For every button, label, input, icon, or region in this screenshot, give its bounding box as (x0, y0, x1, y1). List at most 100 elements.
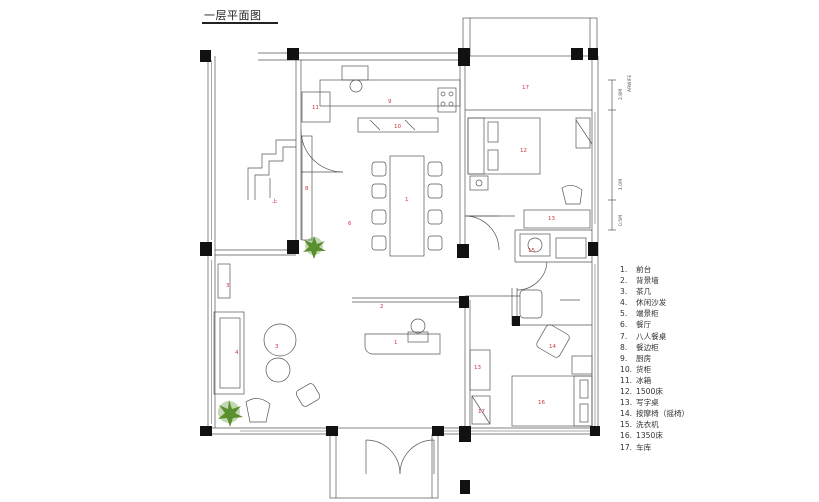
desk-13 (523, 209, 591, 229)
legend-number: 5. (620, 309, 628, 319)
legend-item: 2. 背景墙 (620, 275, 689, 286)
legend-label: 餐厅 (636, 320, 652, 330)
label-washer: 15 (528, 248, 535, 254)
columns (200, 48, 600, 494)
legend-label: 货柜 (636, 364, 652, 374)
legend-label: 背景墙 (636, 276, 659, 286)
legend-number: 12. (620, 387, 633, 397)
legend-label: 休闲沙发 (636, 298, 667, 308)
label-stair: 上 (272, 197, 278, 205)
entry-door-right (399, 439, 435, 475)
kitchen-counter (319, 79, 461, 107)
legend-item: 6.餐厅 (620, 319, 689, 330)
dim-note: ARWIFE (627, 75, 633, 92)
door-arc-bedroom (464, 215, 500, 251)
dim-2-8m: 2.8M (618, 89, 624, 100)
legend-item: 17.车库 (620, 442, 689, 453)
legend-item: 11.冰箱 (620, 375, 689, 386)
nightstand (469, 175, 489, 191)
cabinet-17b (471, 395, 491, 425)
legend-label: 茶几 (636, 287, 652, 297)
washing-machine (519, 233, 551, 257)
label-desk-b: 13 (474, 365, 481, 371)
label-sofa: 4 (235, 350, 239, 356)
legend-label: 1350床 (636, 431, 663, 441)
reception-figure (410, 318, 426, 334)
legend-label: 前台 (636, 265, 652, 274)
legend-label: 冰箱 (636, 375, 652, 385)
label-garage: 17 (522, 85, 529, 91)
staircase (247, 139, 296, 200)
cabinet-10 (357, 117, 439, 133)
legend-label: 八人餐桌 (636, 331, 667, 341)
legend-item: 8. 餐边柜 (620, 342, 689, 353)
desk-13b (469, 349, 491, 391)
label-feature-wall: 2 (380, 304, 384, 310)
bed-1500 (467, 117, 541, 175)
massage-chair (536, 324, 570, 358)
coffee-table-small (265, 357, 291, 383)
dining-table (389, 155, 425, 257)
legend-item: 1.前台 (620, 264, 689, 275)
page-title: 一层平面图 (204, 9, 262, 22)
label-sideboard: 8 (305, 186, 309, 192)
garage-canopy (462, 17, 598, 57)
label-coffee-table: 3 (275, 344, 279, 350)
legend-item: 13.写字桌 (620, 397, 689, 408)
console-cabinet (217, 263, 231, 299)
legend-item: 5. 端景柜 (620, 308, 689, 319)
windows (211, 60, 596, 432)
legend-item: 15.洗衣机 (620, 419, 689, 430)
title-underline (202, 22, 278, 24)
plants (218, 236, 326, 427)
label-bed-1500: 12 (520, 148, 527, 154)
dining-chairs (371, 161, 443, 251)
legend-label: 洗衣机 (636, 420, 659, 430)
legend-label: 1500床 (636, 387, 663, 397)
legend-number: 2. (620, 276, 628, 286)
legend-number: 16. (620, 431, 633, 441)
legend-label: 端景柜 (636, 309, 659, 319)
legend-label: 餐边柜 (636, 342, 659, 352)
legend-number: 13. (620, 398, 633, 408)
label-desk: 13 (548, 216, 555, 222)
lounge-chair (295, 383, 321, 407)
legend-label: 按摩椅（摇椅） (636, 409, 690, 419)
label-dining-table: 1 (405, 197, 409, 203)
label-reception: 1 (394, 340, 398, 346)
sofa (213, 311, 245, 395)
stove (437, 87, 457, 113)
legend-number: 11. (620, 375, 633, 385)
entry-door-left (365, 439, 401, 475)
legend-item: 9. 厨房 (620, 353, 689, 364)
legend-item: 16.1350床 (620, 430, 689, 441)
legend-item: 3.茶几 (620, 286, 689, 297)
legend-number: 15. (620, 420, 633, 430)
reception-desk (364, 333, 441, 355)
label-dining: 6 (348, 221, 352, 227)
legend-number: 7. (620, 331, 628, 341)
legend-number: 14. (620, 409, 633, 419)
legend-item: 7. 八人餐桌 (620, 331, 689, 342)
legend-item: 12.1500床 (620, 386, 689, 397)
label-massage-chair: 14 (549, 344, 556, 350)
sideboard (301, 135, 313, 241)
legend-label: 写字桌 (636, 398, 659, 408)
label-kitchen: 9 (388, 99, 392, 105)
legend-label: 厨房 (636, 353, 652, 363)
legend-number: 9. (620, 353, 628, 363)
label-fridge: 11 (312, 105, 319, 111)
legend-number: 4. (620, 298, 628, 308)
entrance-porch (329, 427, 439, 499)
kitchen-sink (341, 65, 369, 81)
coffee-table-large (263, 323, 297, 357)
dim-0-5m: 0.5M (618, 215, 624, 226)
legend-label: 车库 (636, 442, 652, 452)
label-cabinet-b: 17 (478, 409, 485, 415)
desk-chair (561, 185, 583, 205)
label-console: 3 (226, 283, 230, 289)
legend-number: 8. (620, 342, 628, 352)
fridge (301, 91, 331, 123)
